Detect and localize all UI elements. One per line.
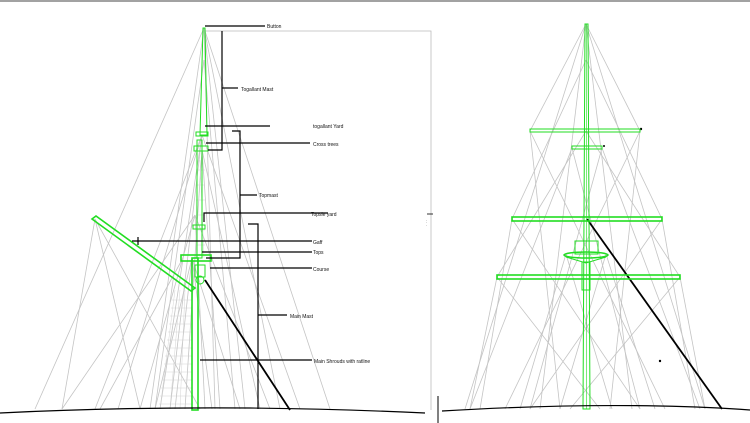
deck-line-right — [441, 404, 750, 412]
label-button: Button — [267, 24, 282, 30]
course-fitting — [195, 275, 205, 285]
label-gaff: Gaff — [313, 240, 323, 246]
label-main-mast: Main Mast — [290, 314, 314, 320]
front-course-yard — [496, 274, 681, 280]
forestay-line — [204, 279, 291, 411]
front-topsle-yard — [511, 216, 663, 222]
cross-trees-spar — [193, 145, 209, 152]
side-elevation: · · · — [0, 24, 433, 414]
front-spars — [496, 23, 681, 410]
front-course-fitting — [581, 261, 591, 291]
label-topmast: Topmast — [259, 193, 279, 199]
topgallant-yard-spar — [195, 131, 209, 137]
front-tops — [563, 251, 609, 259]
front-cap — [574, 240, 599, 255]
label-topsle-yard: Topsle yard — [311, 212, 337, 218]
label-course: Course — [313, 267, 329, 273]
label-topgallant-yard: togallant Yard — [313, 124, 344, 130]
gaff-spar — [90, 215, 197, 292]
spars — [90, 27, 212, 411]
topsle-yard-spar — [192, 224, 206, 230]
topmast-spar — [196, 139, 203, 259]
front-topgallant-yard — [529, 128, 641, 133]
deck-line-left — [0, 407, 426, 414]
cross-tree-marker — [603, 145, 605, 147]
front-mast-spar — [582, 23, 591, 410]
label-main-shrouds: Main Shrouds with ratline — [314, 359, 370, 365]
dimension-label: · · · — [424, 220, 429, 226]
front-tops-underside — [565, 256, 607, 264]
topgallant-mast-spar — [199, 27, 208, 136]
label-topgallant-mast: Togallant Mast — [241, 87, 274, 93]
front-stay-line — [586, 218, 723, 410]
shroud-ratlines — [159, 159, 205, 410]
side-labels: Button Togallant Mast togallant Yard Cro… — [241, 24, 370, 365]
leader-lines — [132, 25, 328, 411]
stay-marker — [658, 359, 662, 363]
front-elevation — [441, 23, 750, 412]
main-mast-spar — [191, 257, 199, 411]
dimension-frame: · · · — [205, 30, 433, 410]
front-cross-trees — [571, 145, 603, 150]
label-tops: Tops — [313, 250, 324, 256]
label-cross-trees: Cross trees — [313, 142, 339, 148]
course-spar — [194, 264, 206, 278]
